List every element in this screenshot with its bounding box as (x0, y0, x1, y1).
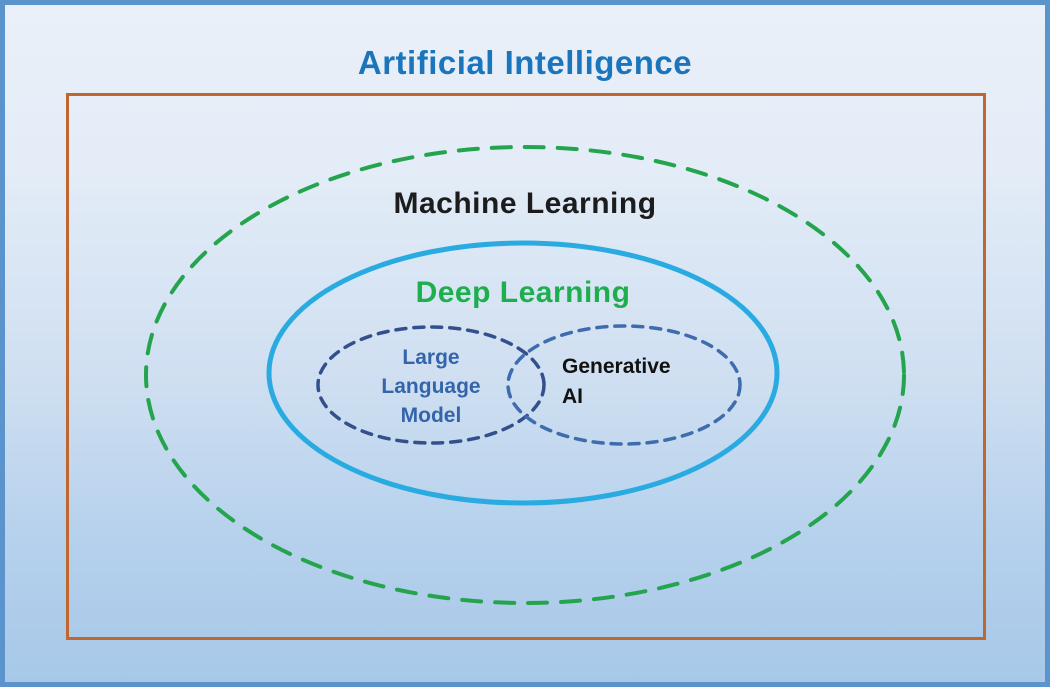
label-generative-ai-line-2: AI (562, 385, 583, 408)
label-llm-line-3: Model (400, 404, 462, 427)
generative-ai-ellipse (506, 324, 742, 446)
label-generative-ai: Generative AI (562, 352, 742, 412)
label-llm-line-1: Large (402, 346, 460, 369)
label-deep-learning: Deep Learning (415, 276, 631, 309)
label-machine-learning: Machine Learning (393, 187, 657, 220)
machine-learning-ellipse (144, 145, 906, 605)
label-generative-ai-line-1: Generative (562, 355, 671, 378)
deep-learning-ellipse (266, 240, 780, 506)
label-artificial-intelligence: Artificial Intelligence (357, 44, 693, 81)
artificial-intelligence-boundary-box (66, 93, 986, 640)
label-llm-line-2: Language (381, 375, 481, 398)
label-large-language-model: Large Language Model (331, 343, 531, 430)
large-language-model-ellipse (316, 325, 546, 445)
